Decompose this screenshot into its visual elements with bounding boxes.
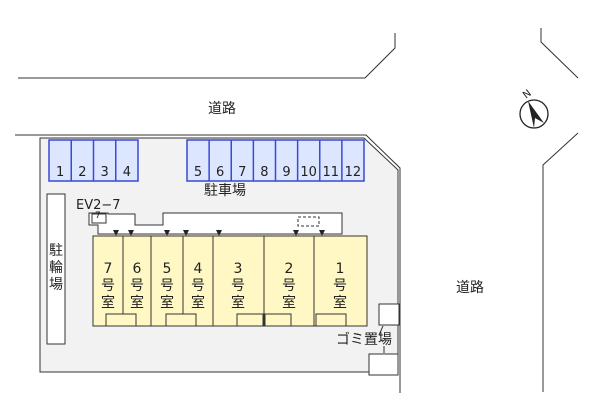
unit-label-num: 5 — [162, 261, 172, 277]
corridor-dashed-box — [297, 216, 320, 227]
unit-label-b: 室 — [130, 295, 144, 311]
parking-space-12: 12 — [344, 165, 362, 180]
entry-arrows — [113, 230, 325, 236]
unit-label-a: 号 — [101, 278, 115, 294]
parking-space-10: 10 — [300, 165, 317, 180]
unit-label-num: 7 — [103, 261, 113, 277]
unit-label-b: 室 — [160, 295, 174, 311]
unit-3 — [212, 235, 265, 327]
garbage-box-top — [378, 303, 400, 326]
ev-marker — [91, 213, 107, 224]
bike-parking-label: 駐輪場 — [49, 243, 63, 293]
parking-space-7: 7 — [238, 165, 247, 180]
parking-space-8: 8 — [260, 165, 269, 180]
unit-label-num: 4 — [193, 261, 203, 277]
unit-label-num: 3 — [233, 261, 243, 277]
unit-label-b: 室 — [231, 295, 245, 311]
compass-needle-icon — [528, 101, 544, 128]
parking-space-3: 3 — [100, 165, 109, 180]
unit-label-b: 室 — [101, 295, 115, 311]
road-top-edge-lower — [15, 134, 401, 393]
unit-label-num: 1 — [335, 261, 345, 277]
unit-6 — [122, 235, 152, 327]
garbage-label: ゴミ置場 — [336, 332, 392, 348]
ev-label: EV2−7 — [76, 198, 121, 213]
parking-space-4: 4 — [122, 165, 132, 180]
garbage-box-bottom — [368, 353, 399, 376]
bike-parking-area — [46, 193, 66, 345]
compass — [519, 99, 549, 129]
unit-label-b: 室 — [191, 295, 205, 311]
unit-entrance-boxes — [105, 313, 347, 327]
road-top-label: 道路 — [208, 101, 236, 117]
corridor — [88, 212, 343, 235]
road-right-edge-upper — [540, 28, 579, 79]
parking-space-11: 11 — [322, 165, 340, 180]
unit-label-b: 室 — [282, 295, 296, 311]
parking-space-6: 6 — [216, 165, 225, 180]
unit-1 — [313, 235, 368, 327]
unit-label-num: 6 — [132, 261, 142, 277]
unit-label-num: 2 — [284, 261, 294, 277]
unit-label-a: 号 — [130, 278, 144, 294]
parking-space-5: 5 — [193, 165, 203, 180]
unit-4 — [182, 235, 214, 327]
unit-2 — [263, 235, 315, 327]
unit-label-a: 号 — [282, 278, 296, 294]
parking-label: 駐車場 — [204, 183, 246, 199]
road-right-edge-lower — [542, 132, 579, 392]
unit-label-a: 号 — [231, 278, 245, 294]
garbage-leader — [378, 325, 384, 336]
road-right-label: 道路 — [456, 280, 484, 296]
parking-space-9: 9 — [282, 165, 291, 180]
unit-label-a: 号 — [333, 278, 347, 294]
unit-label-a: 号 — [160, 278, 174, 294]
ev-number: 7 — [95, 211, 101, 221]
road-top-edge-upper — [18, 33, 396, 79]
parking-space-2: 2 — [78, 165, 87, 180]
unit-label-a: 号 — [191, 278, 205, 294]
parking-space-1: 1 — [55, 165, 65, 180]
unit-label-b: 室 — [333, 295, 347, 311]
